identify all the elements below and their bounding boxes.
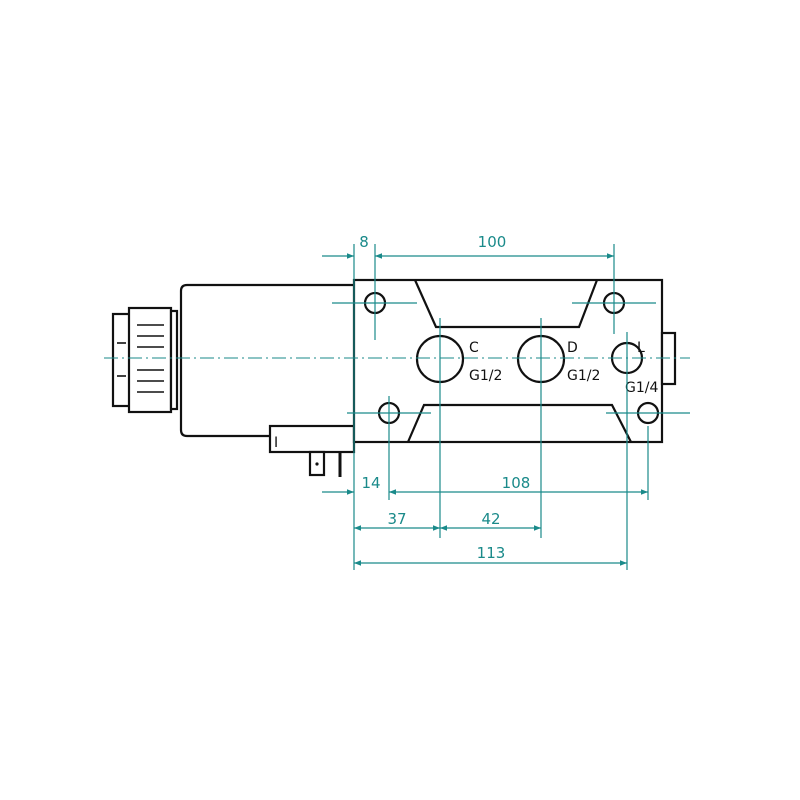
plug-mark: I — [274, 435, 278, 451]
connector-nut — [111, 306, 179, 414]
dimension-labels: 8 100 14 108 37 42 113 — [359, 233, 530, 562]
port-l-thread: G1/4 — [625, 380, 658, 396]
dim-42: 42 — [481, 510, 500, 528]
port-d-thread: G1/2 — [567, 368, 600, 384]
valve-body: C G1/2 D G1/2 L G1/4 — [352, 278, 677, 444]
port-c-thread: G1/2 — [469, 368, 502, 384]
port-l-label: L — [637, 340, 645, 356]
dim-100: 100 — [478, 233, 507, 251]
dim-108: 108 — [502, 474, 531, 492]
extension-lines — [353, 244, 649, 570]
solenoid-coil — [179, 283, 354, 438]
electrical-plug: I — [268, 424, 356, 477]
port-d-label: D — [567, 340, 578, 356]
dim-37: 37 — [387, 510, 406, 528]
dimension-lines — [322, 253, 648, 566]
port-c-label: C — [469, 340, 479, 356]
dim-8: 8 — [359, 233, 369, 251]
dim-113: 113 — [477, 544, 506, 562]
dim-14: 14 — [361, 474, 380, 492]
